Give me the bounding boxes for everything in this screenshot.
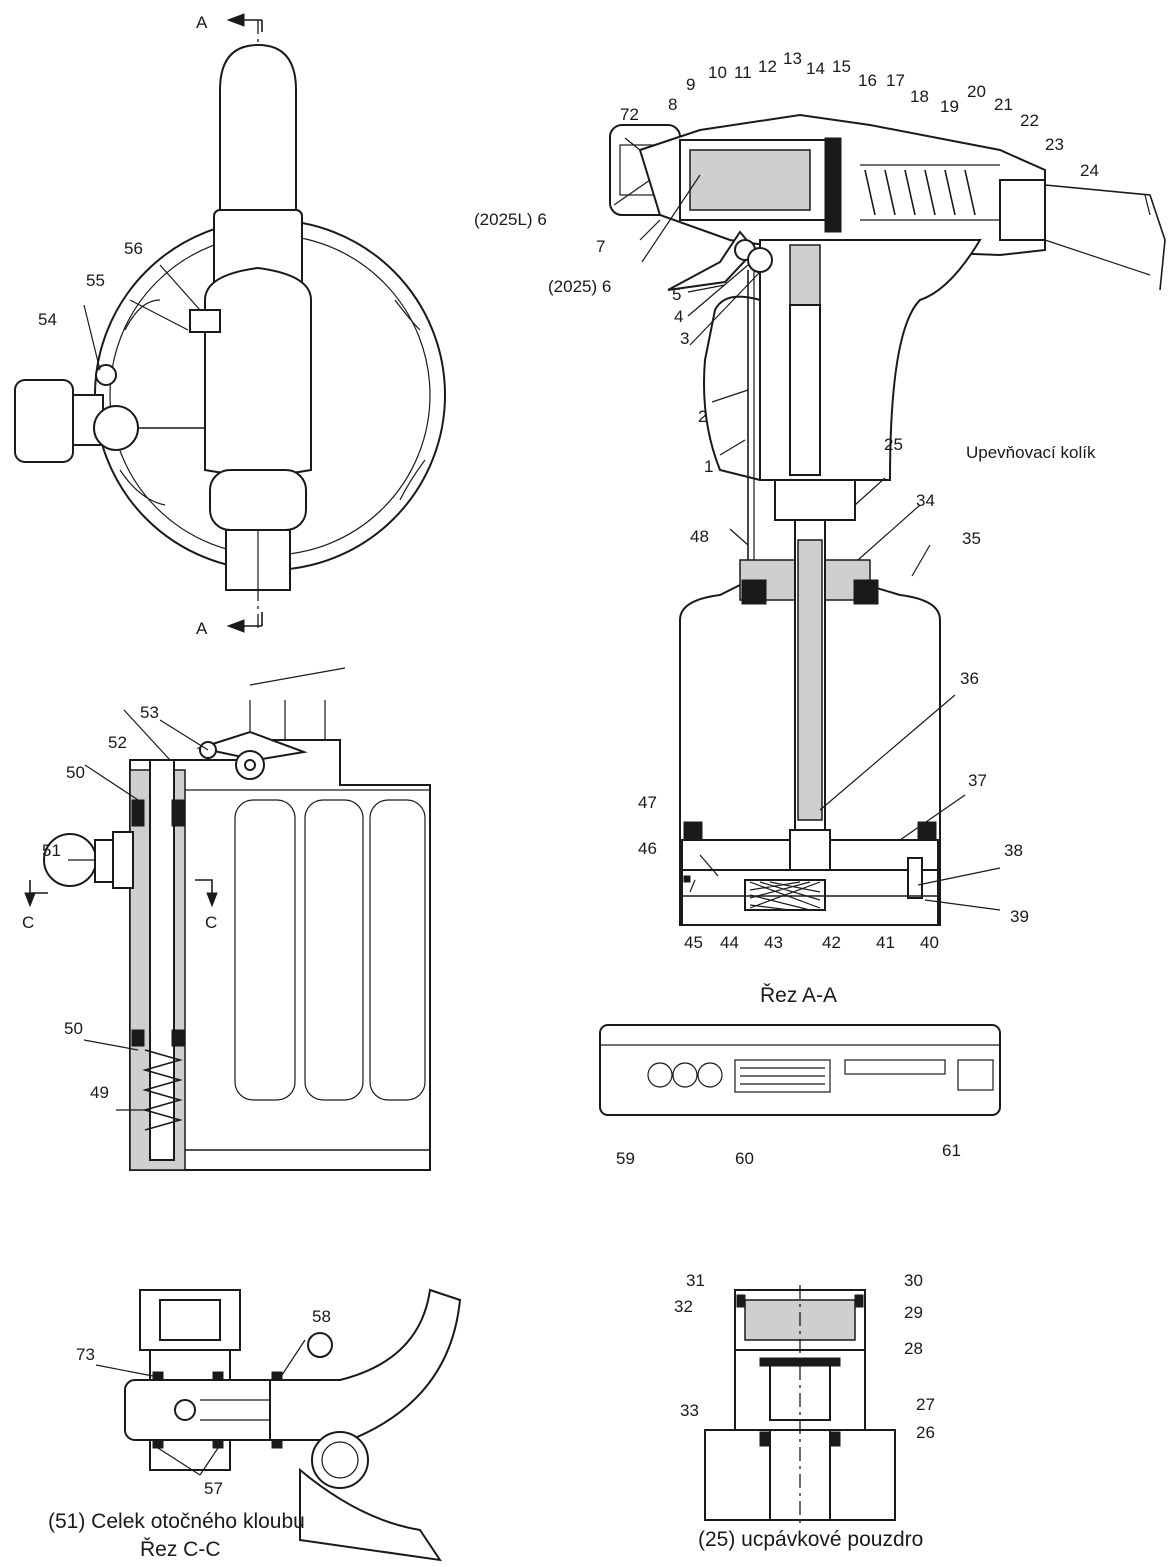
label-46: 46 — [638, 839, 657, 858]
top-view — [14, 13, 446, 633]
label-9: 9 — [686, 75, 695, 94]
label-14: 14 — [806, 59, 825, 78]
label-54: 54 — [38, 310, 57, 329]
label-8: 8 — [668, 95, 677, 114]
label-21: 21 — [994, 95, 1013, 114]
label-1: 1 — [704, 457, 713, 476]
label-60: 60 — [735, 1149, 754, 1168]
section-mark-c-right: C — [205, 913, 217, 932]
label-30: 30 — [904, 1271, 923, 1290]
label-33: 33 — [680, 1401, 699, 1420]
label-20: 20 — [967, 82, 986, 101]
label-31: 31 — [686, 1271, 705, 1290]
label-58: 58 — [312, 1307, 331, 1326]
label-28: 28 — [904, 1339, 923, 1358]
section-aa-caption: Řez A-A — [760, 984, 837, 1007]
label-12: 12 — [758, 57, 777, 76]
label-3: 3 — [680, 329, 689, 348]
section-mark-c-left: C — [22, 913, 34, 932]
label-7: 7 — [596, 237, 605, 256]
gland-caption: (25) ucpávkové pouzdro — [698, 1528, 923, 1551]
label-22: 22 — [1020, 111, 1039, 130]
label-40: 40 — [920, 933, 939, 952]
section-aa — [599, 113, 1166, 1525]
label-61: 61 — [942, 1141, 961, 1160]
label-24: 24 — [1080, 161, 1099, 180]
label-73: 73 — [76, 1345, 95, 1364]
label-29: 29 — [904, 1303, 923, 1322]
label-2: 2 — [698, 407, 707, 426]
label-15: 15 — [832, 57, 851, 76]
label-55: 55 — [86, 271, 105, 290]
swivel-caption-1: (51) Celek otočného kloubu — [48, 1510, 305, 1533]
label-48: 48 — [690, 527, 709, 546]
label-38: 38 — [1004, 841, 1023, 860]
label-36: 36 — [960, 669, 979, 688]
label-11: 11 — [734, 63, 752, 82]
label-53: 53 — [140, 703, 159, 722]
pin-caption: Upevňovací kolík — [966, 443, 1096, 462]
label-6-2025: (2025) 6 — [548, 277, 611, 296]
label-27: 27 — [916, 1395, 935, 1414]
label-32: 32 — [674, 1297, 693, 1316]
label-59: 59 — [616, 1149, 635, 1168]
label-52: 52 — [108, 733, 127, 752]
leader-lines — [68, 137, 1151, 1476]
labels: A A C C 54 55 56 53 52 50 51 50 49 73 58… — [22, 13, 1099, 1561]
label-47: 47 — [638, 793, 657, 812]
label-50a: 50 — [66, 763, 85, 782]
label-23: 23 — [1045, 135, 1064, 154]
label-16: 16 — [858, 71, 877, 90]
swivel-section — [124, 1288, 462, 1562]
swivel-caption-2: Řez C-C — [140, 1538, 221, 1561]
label-42: 42 — [822, 933, 841, 952]
label-39: 39 — [1010, 907, 1029, 926]
label-35: 35 — [962, 529, 981, 548]
label-10: 10 — [708, 63, 727, 82]
label-26: 26 — [916, 1423, 935, 1442]
label-19: 19 — [940, 97, 959, 116]
label-17: 17 — [886, 71, 905, 90]
label-18: 18 — [910, 87, 929, 106]
label-5: 5 — [672, 285, 681, 304]
label-49: 49 — [90, 1083, 109, 1102]
label-41: 41 — [876, 933, 895, 952]
side-view — [24, 667, 431, 1171]
label-44: 44 — [720, 933, 739, 952]
label-50b: 50 — [64, 1019, 83, 1038]
label-56: 56 — [124, 239, 143, 258]
label-13: 13 — [783, 49, 802, 68]
label-6-2025l: (2025L) 6 — [474, 210, 547, 229]
label-37: 37 — [968, 771, 987, 790]
label-34: 34 — [916, 491, 935, 510]
label-43: 43 — [764, 933, 783, 952]
label-25: 25 — [884, 435, 903, 454]
section-mark-a-top: A — [196, 13, 208, 32]
label-4: 4 — [674, 307, 683, 326]
label-57: 57 — [204, 1479, 223, 1498]
label-51: 51 — [42, 841, 61, 860]
label-72: 72 — [620, 105, 639, 124]
section-mark-a-bottom: A — [196, 619, 208, 638]
label-45: 45 — [684, 933, 703, 952]
